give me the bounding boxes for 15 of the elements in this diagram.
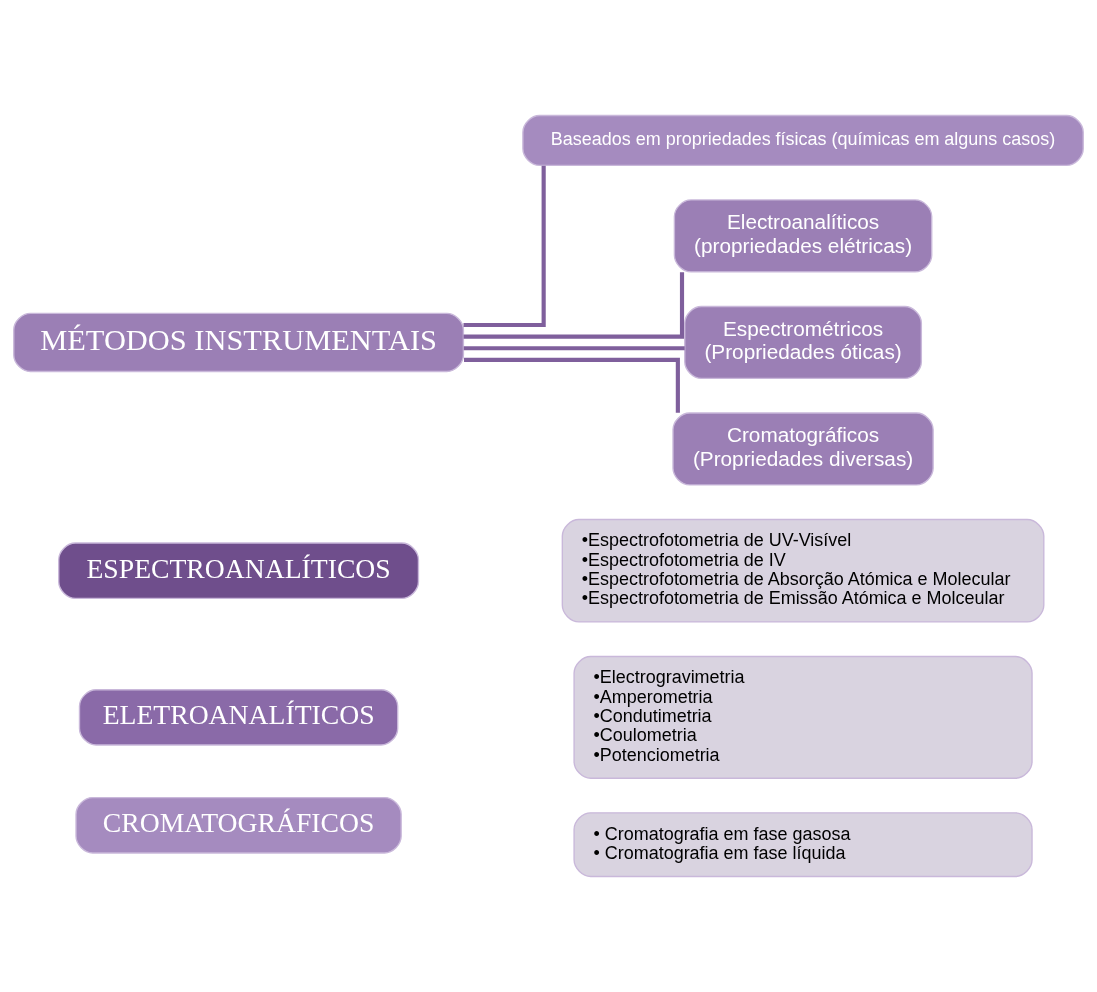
node-box: Electroanalíticos (propriedades elétricas): [673, 199, 933, 273]
node-box: • Cromatografia em fase gasosa • Cromatografia em fase líquida: [573, 812, 1033, 878]
connector: [464, 357, 680, 413]
connector: [463, 165, 546, 328]
node-box: Cromatográficos (Propriedades diversas): [672, 412, 934, 486]
node-box: Baseados em propriedades físicas (químicas em alguns casos): [522, 114, 1084, 167]
node-box: CROMATOGRÁFICOS: [75, 796, 402, 854]
connector: [463, 346, 685, 351]
node-box: •Espectrofotometria de UV-Visível •Espectrofotometria de IV •Espectrofotometria de Absorção Atómica e Molecular •Espectrofotometria de Emissão Atómica e Molceular: [561, 518, 1045, 623]
node-box: •Electrogravimetria •Amperometria •Condutimetria •Coulometria •Potenciometria: [573, 655, 1033, 779]
connector: [463, 272, 685, 339]
node-box: Espectrométricos (Propriedades óticas): [684, 305, 923, 380]
node-box: ELETROANALÍTICOS: [78, 689, 399, 746]
node-box: ESPECTROANALÍTICOS: [58, 542, 420, 600]
node-box: MÉTODOS INSTRUMENTAIS: [13, 312, 465, 373]
